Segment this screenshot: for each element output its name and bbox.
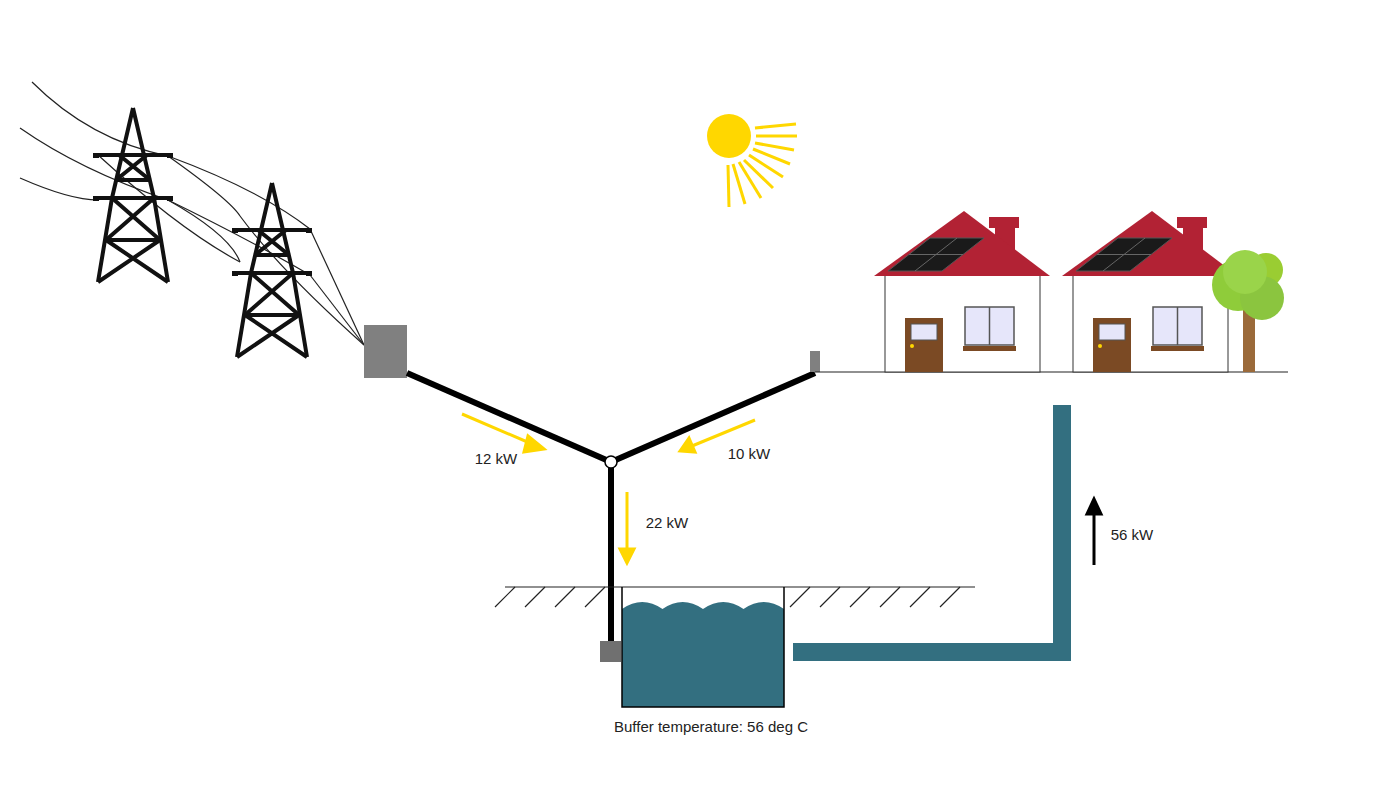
power-label: 12 kW bbox=[475, 450, 518, 468]
ground bbox=[495, 372, 1288, 607]
heat-arrow bbox=[1087, 499, 1101, 565]
sun bbox=[707, 114, 797, 207]
power-label: 56 kW bbox=[1111, 526, 1154, 544]
meter-post bbox=[810, 351, 820, 372]
house bbox=[1062, 211, 1238, 372]
buffer-tank: Buffer temperature: 56 deg C bbox=[582, 587, 840, 735]
tank-caption: Buffer temperature: 56 deg C bbox=[582, 718, 840, 735]
tree bbox=[1212, 250, 1284, 372]
pylon bbox=[96, 108, 170, 282]
power-label: 10 kW bbox=[728, 445, 771, 463]
pylon bbox=[235, 183, 309, 357]
power-wires bbox=[20, 82, 364, 345]
house bbox=[874, 211, 1050, 372]
power-label: 22 kW bbox=[646, 514, 689, 532]
insulator bbox=[93, 153, 173, 201]
tank-shape bbox=[621, 587, 785, 708]
heat-pipe bbox=[793, 405, 1071, 661]
heater bbox=[600, 641, 621, 662]
substation bbox=[364, 325, 407, 378]
junction bbox=[605, 456, 617, 468]
flow-arrow bbox=[462, 414, 755, 563]
insulator bbox=[232, 228, 312, 276]
